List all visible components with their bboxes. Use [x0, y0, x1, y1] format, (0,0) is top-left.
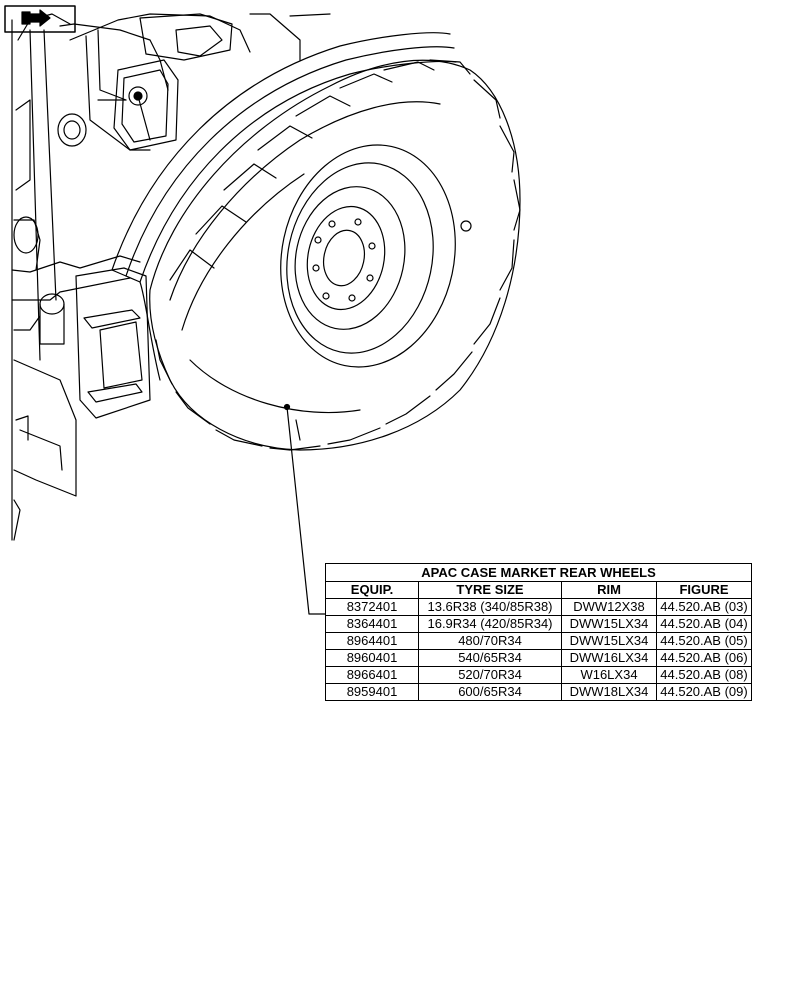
table-row: 8960401 540/65R34 DWW16LX34 44.520.AB (0…: [325, 649, 752, 667]
wheel-rim: [280, 144, 472, 368]
tyre-size-cell: 520/70R34: [418, 666, 562, 684]
equip-cell: 8959401: [325, 683, 419, 701]
column-header-tyre-size: TYRE SIZE: [418, 581, 562, 599]
light-unit: [39, 113, 87, 345]
table-row: 8959401 600/65R34 DWW18LX34 44.520.AB (0…: [325, 683, 752, 701]
figure-cell: 44.520.AB (03): [656, 598, 752, 616]
equip-cell: 8960401: [325, 649, 419, 667]
rim-cell: DWW15LX34: [561, 632, 657, 650]
rim-cell: DWW16LX34: [561, 649, 657, 667]
column-header-rim: RIM: [561, 581, 657, 599]
rim-cell: W16LX34: [561, 666, 657, 684]
table-title-row: APAC CASE MARKET REAR WHEELS: [325, 563, 752, 582]
equip-cell: 8966401: [325, 666, 419, 684]
equip-cell: 8964401: [325, 632, 419, 650]
rear-wheels-table: APAC CASE MARKET REAR WHEELS EQUIP. TYRE…: [325, 563, 752, 701]
callout-leader: [283, 403, 326, 615]
table-row: 8964401 480/70R34 DWW15LX34 44.520.AB (0…: [325, 632, 752, 650]
table-row: 8364401 16.9R34 (420/85R34) DWW15LX34 44…: [325, 615, 752, 633]
rim-cell: DWW18LX34: [561, 683, 657, 701]
mirror-bracket: [97, 59, 179, 151]
figure-cell: 44.520.AB (04): [656, 615, 752, 633]
tyre-size-cell: 480/70R34: [418, 632, 562, 650]
figure-cell: 44.520.AB (08): [656, 666, 752, 684]
view-direction-icon: [4, 5, 76, 33]
tyre-size-cell: 540/65R34: [418, 649, 562, 667]
rear-fender: [111, 32, 457, 381]
side-panel: [13, 359, 77, 541]
equip-cell: 8372401: [325, 598, 419, 616]
rim-cell: DWW12X38: [561, 598, 657, 616]
rear-tyre: [149, 59, 521, 451]
figure-cell: 44.520.AB (09): [656, 683, 752, 701]
figure-cell: 44.520.AB (06): [656, 649, 752, 667]
tyre-size-cell: 16.9R34 (420/85R34): [418, 615, 562, 633]
table-row: 8966401 520/70R34 W16LX34 44.520.AB (08): [325, 666, 752, 684]
figure-cell: 44.520.AB (05): [656, 632, 752, 650]
tractor-body-outline: [11, 13, 331, 541]
table-title: APAC CASE MARKET REAR WHEELS: [325, 563, 752, 582]
table-header-row: EQUIP. TYRE SIZE RIM FIGURE: [325, 581, 752, 599]
access-steps: [75, 267, 151, 419]
tyre-size-cell: 13.6R38 (340/85R38): [418, 598, 562, 616]
tyre-size-cell: 600/65R34: [418, 683, 562, 701]
equip-cell: 8364401: [325, 615, 419, 633]
rim-cell: DWW15LX34: [561, 615, 657, 633]
column-header-figure: FIGURE: [656, 581, 752, 599]
table-row: 8372401 13.6R38 (340/85R38) DWW12X38 44.…: [325, 598, 752, 616]
column-header-equip: EQUIP.: [325, 581, 419, 599]
